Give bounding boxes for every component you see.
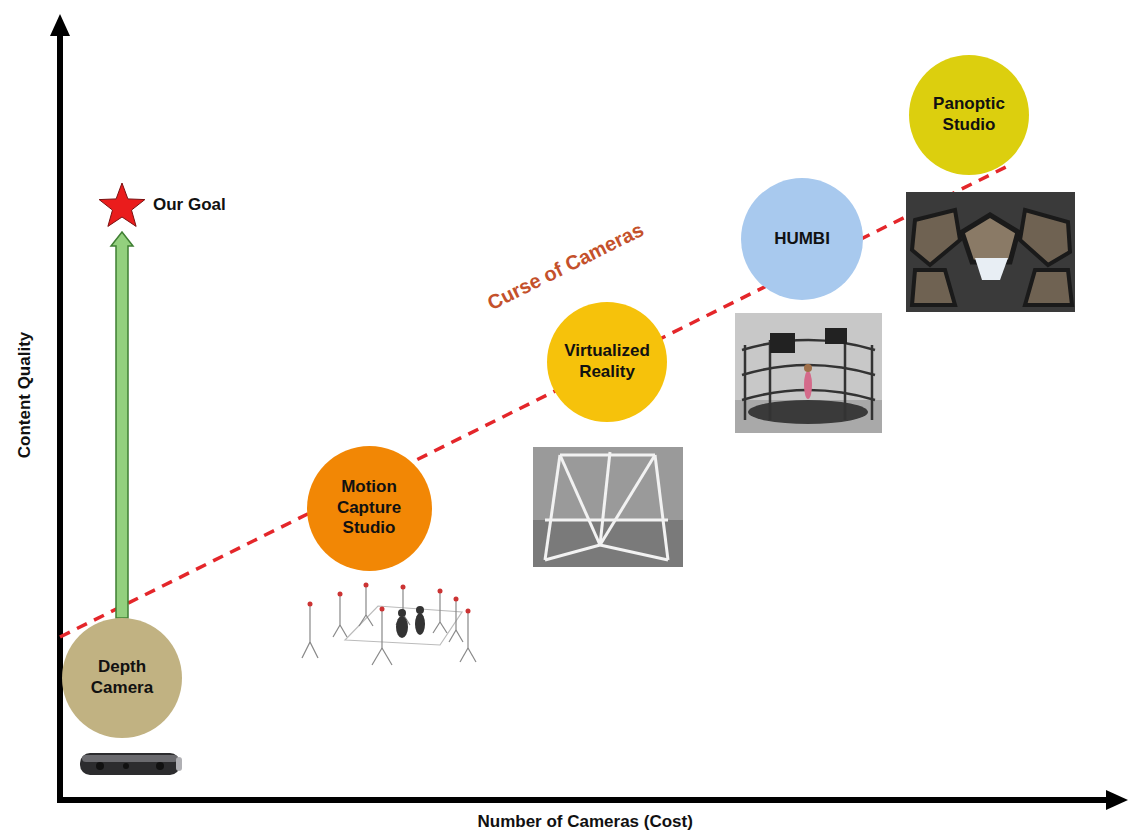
panoptic-studio-photo <box>906 192 1075 312</box>
circle-label: Depth Camera <box>73 657 171 698</box>
circle-label: Motion Capture Studio <box>320 477 418 539</box>
goal-star: Our Goal <box>97 180 147 230</box>
circle-label: HUMBI <box>753 229 851 250</box>
circle-label: Panoptic Studio <box>920 94 1018 135</box>
virtualized-reality-photo <box>533 447 683 567</box>
virtualized-reality-circle: Virtualized Reality <box>547 302 667 422</box>
axis-title: Content Quality <box>15 332 35 459</box>
x-axis-head <box>1106 790 1128 810</box>
curse-line <box>60 164 1012 637</box>
motion-capture-illustration <box>302 583 476 666</box>
goal-label: Our Goal <box>153 195 226 215</box>
humbi-photo <box>735 313 882 433</box>
progress-arrow <box>111 232 133 618</box>
curse-label: Curse of Cameras <box>483 218 647 315</box>
depth-camera-circle: Depth Camera <box>62 618 182 738</box>
circle-label: Virtualized Reality <box>558 341 656 382</box>
axis-title: Number of Cameras (Cost) <box>478 812 693 832</box>
y-axis-head <box>50 14 70 36</box>
star-shape <box>97 180 147 230</box>
humbi-circle: HUMBI <box>741 178 863 300</box>
motion-capture-circle: Motion Capture Studio <box>307 446 432 571</box>
panoptic-studio-circle: Panoptic Studio <box>909 55 1029 175</box>
x-axis <box>57 797 1110 803</box>
depth-camera-device <box>80 753 182 775</box>
